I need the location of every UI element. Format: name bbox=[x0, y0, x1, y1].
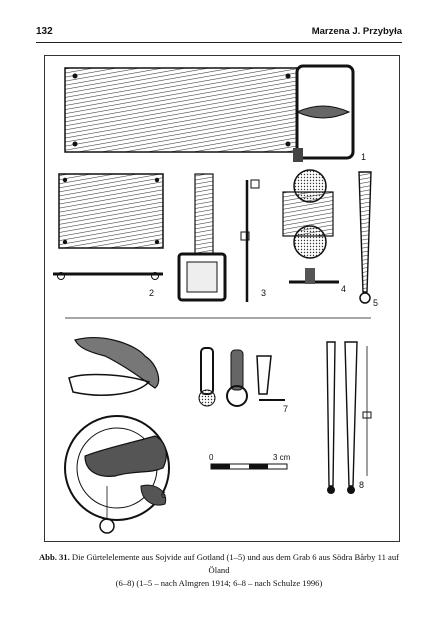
fittings-7 bbox=[198, 347, 285, 407]
figure-drawing: 0 3 cm 1 2 3 4 5 6 7 8 bbox=[53, 64, 378, 534]
item-label-4: 4 bbox=[341, 284, 346, 294]
disc-plate-4 bbox=[282, 169, 339, 284]
caption-line-1: Abb. 31. Die Gürtelelemente aus Sojvide … bbox=[36, 551, 402, 577]
item-label-5: 5 bbox=[373, 298, 378, 308]
strap-end-5 bbox=[358, 171, 372, 304]
item-label-8: 8 bbox=[359, 480, 364, 490]
scale-end-label: 3 cm bbox=[273, 453, 291, 462]
belt-plate-2 bbox=[53, 173, 164, 280]
page-header: 132 Marzena J. Przybyła bbox=[36, 26, 402, 42]
figure-panel: 0 3 cm 1 2 3 4 5 6 7 8 bbox=[44, 55, 400, 542]
item-label-3: 3 bbox=[261, 288, 266, 298]
header-rule bbox=[36, 42, 402, 43]
caption-text-1: Die Gürtelelemente aus Sojvide auf Gotla… bbox=[69, 552, 400, 575]
item-label-1: 1 bbox=[361, 152, 366, 162]
belt-plate-1 bbox=[64, 64, 355, 162]
buckle-3 bbox=[177, 173, 260, 302]
item-label-2: 2 bbox=[149, 288, 154, 298]
scale-bar: 0 3 cm bbox=[209, 453, 291, 470]
item-label-6: 6 bbox=[161, 490, 166, 500]
item-label-7: 7 bbox=[283, 404, 288, 414]
page-number: 132 bbox=[36, 26, 53, 37]
running-head-author: Marzena J. Przybyła bbox=[311, 26, 402, 37]
figure-caption: Abb. 31. Die Gürtelelemente aus Sojvide … bbox=[36, 551, 402, 590]
strap-ends-8 bbox=[326, 341, 372, 494]
buckle-6 bbox=[64, 337, 170, 534]
caption-line-2: (6–8) (1–5 – nach Almgren 1914; 6–8 – na… bbox=[115, 578, 323, 588]
caption-label: Abb. 31. bbox=[38, 552, 70, 562]
scale-start-label: 0 bbox=[209, 453, 214, 462]
